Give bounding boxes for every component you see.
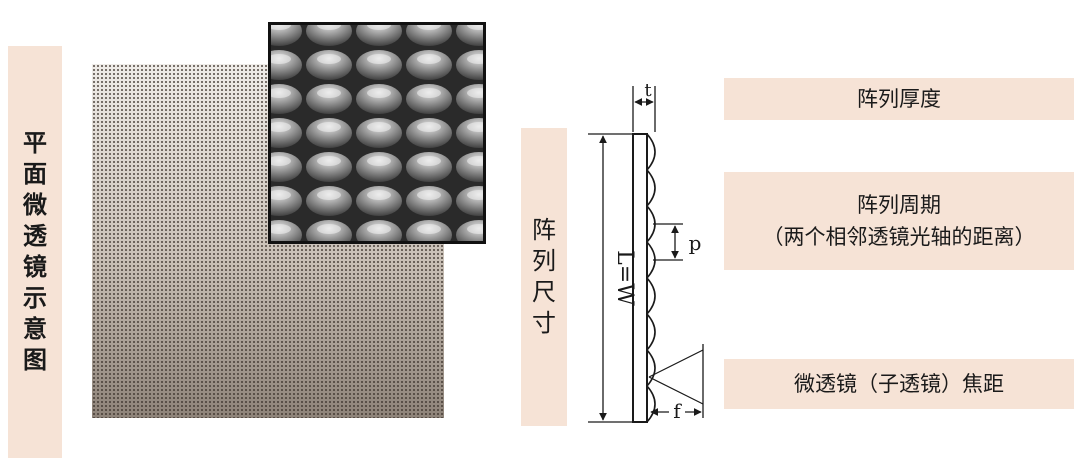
label-char: 列 xyxy=(532,247,556,275)
array-size-label: 阵 列 尺 寸 xyxy=(521,128,567,426)
length-symbol: L=W xyxy=(612,250,637,306)
array-period-label: 阵列周期 （两个相邻透镜光轴的距离） xyxy=(724,172,1074,270)
length-dimension: L=W xyxy=(588,133,637,423)
array-thickness-text: 阵列厚度 xyxy=(857,87,941,111)
label-char: 示 xyxy=(23,284,47,312)
array-period-description: （两个相邻透镜光轴的距离） xyxy=(762,225,1036,249)
array-thickness-label: 阵列厚度 xyxy=(724,78,1074,120)
microlens-focal-length-text: 微透镜（子透镜）焦距 xyxy=(794,372,1004,396)
period-dimension: p xyxy=(653,223,702,261)
focal-length-dimension: f xyxy=(648,344,704,423)
microlens-array-cross-section: t L=W p f xyxy=(588,80,704,423)
label-char: 镜 xyxy=(23,253,47,281)
label-char: 透 xyxy=(23,222,47,250)
label-char: 寸 xyxy=(532,309,556,337)
thickness-symbol: t xyxy=(644,80,652,101)
label-char: 平 xyxy=(23,129,47,157)
label-char: 阵 xyxy=(532,216,556,244)
label-char: 尺 xyxy=(532,278,556,306)
sem-microlens-inset xyxy=(268,22,486,244)
focal-symbol: f xyxy=(673,399,682,423)
thickness-dimension: t xyxy=(632,80,656,132)
label-char: 意 xyxy=(23,315,47,343)
label-char: 微 xyxy=(23,191,47,219)
array-period-title: 阵列周期 xyxy=(857,193,941,217)
microlens-focal-length-label: 微透镜（子透镜）焦距 xyxy=(724,359,1074,409)
period-symbol: p xyxy=(689,231,702,255)
plane-microlens-diagram-label: 平 面 微 透 镜 示 意 图 xyxy=(8,46,62,458)
label-char: 面 xyxy=(23,160,47,188)
lens-profile xyxy=(645,133,656,423)
label-char: 图 xyxy=(23,346,47,374)
